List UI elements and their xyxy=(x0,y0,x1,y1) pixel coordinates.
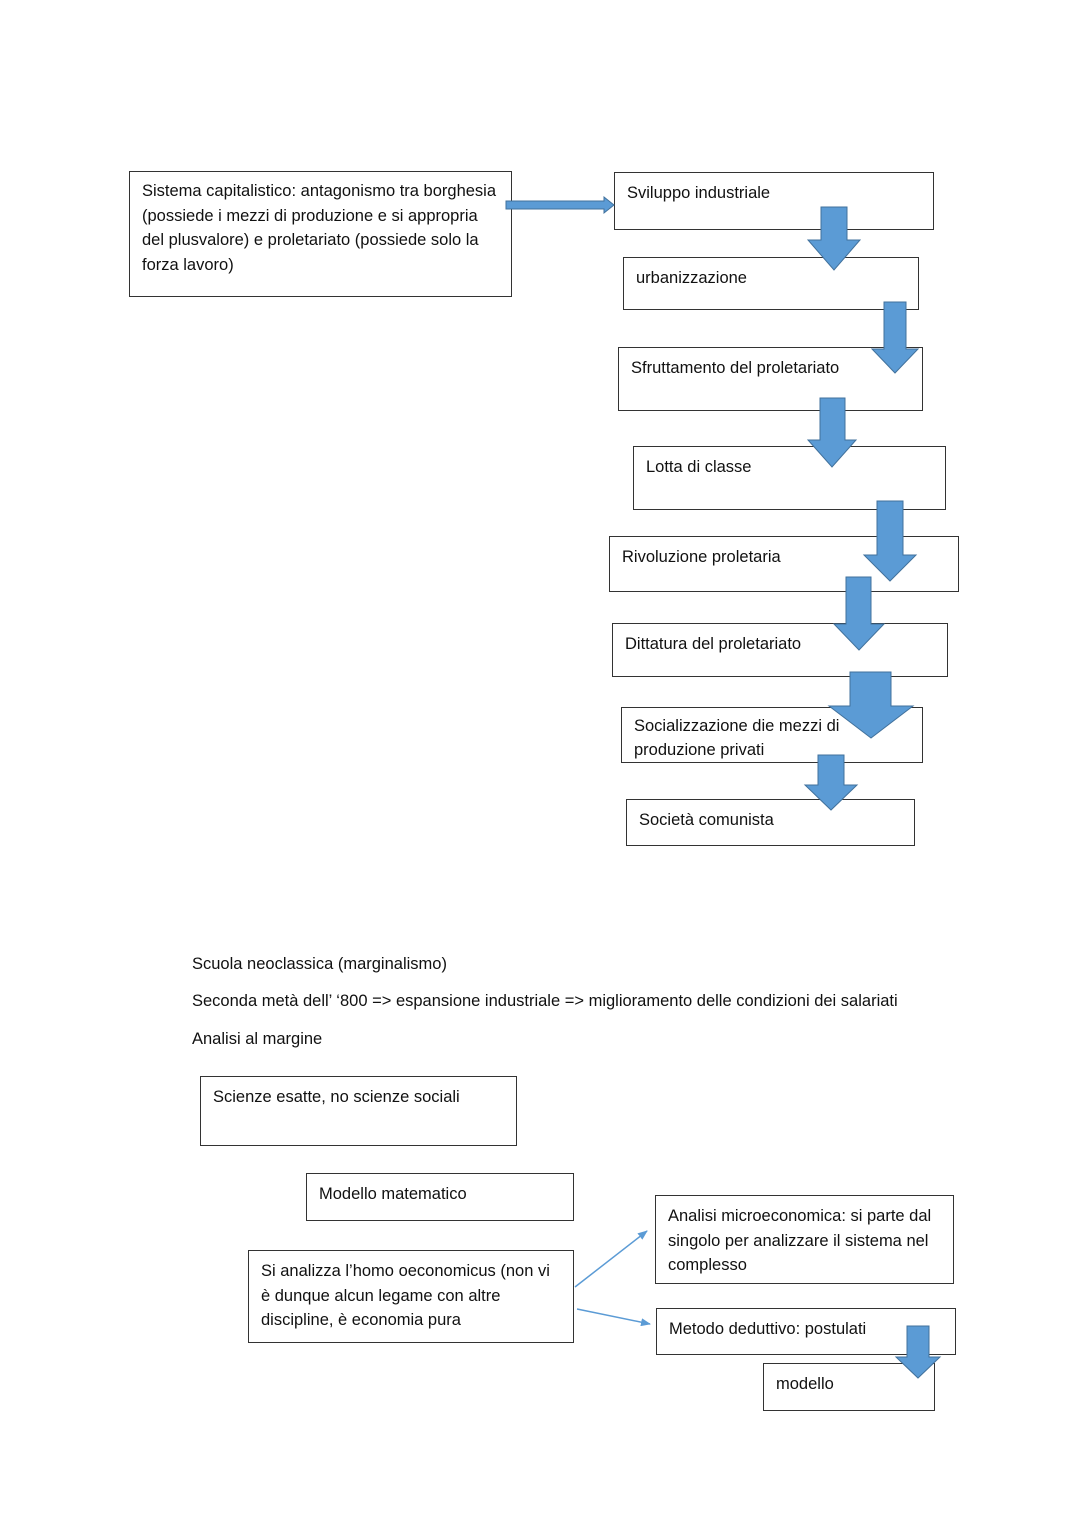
section-title: Scuola neoclassica (marginalismo) xyxy=(192,955,447,973)
step-socialization: Socializzazione die mezzi di produzione … xyxy=(621,707,923,763)
step-urbanization: urbanizzazione xyxy=(623,257,919,310)
section-line-2: Seconda metà dell’ ‘800 => espansione in… xyxy=(192,992,898,1010)
step-dictatorship: Dittatura del proletariato xyxy=(612,623,948,677)
step-class-struggle: Lotta di classe xyxy=(633,446,946,510)
section-line-3: Analisi al margine xyxy=(192,1030,323,1048)
step-proletarian-revolution: Rivoluzione proletaria xyxy=(609,536,959,592)
micro-analysis-box: Analisi microeconomica: si parte dal sin… xyxy=(655,1195,954,1284)
math-model-box: Modello matematico xyxy=(306,1173,574,1221)
connector-arrow xyxy=(576,1308,651,1327)
homo-oeconomicus-box: Si analizza l’homo oeconomicus (non vi è… xyxy=(248,1250,574,1343)
step-exploitation: Sfruttamento del proletariato xyxy=(618,347,923,411)
right-arrow-icon xyxy=(505,195,615,215)
deductive-method-box: Metodo deduttivo: postulati xyxy=(656,1308,956,1355)
model-box: modello xyxy=(763,1363,935,1411)
step-communist-society: Società comunista xyxy=(626,799,915,846)
capitalism-box: Sistema capitalistico: antagonismo tra b… xyxy=(129,171,512,297)
exact-sciences-box: Scienze esatte, no scienze sociali xyxy=(200,1076,517,1146)
connector-arrow xyxy=(574,1230,648,1288)
step-industrial-development: Sviluppo industriale xyxy=(614,172,934,230)
